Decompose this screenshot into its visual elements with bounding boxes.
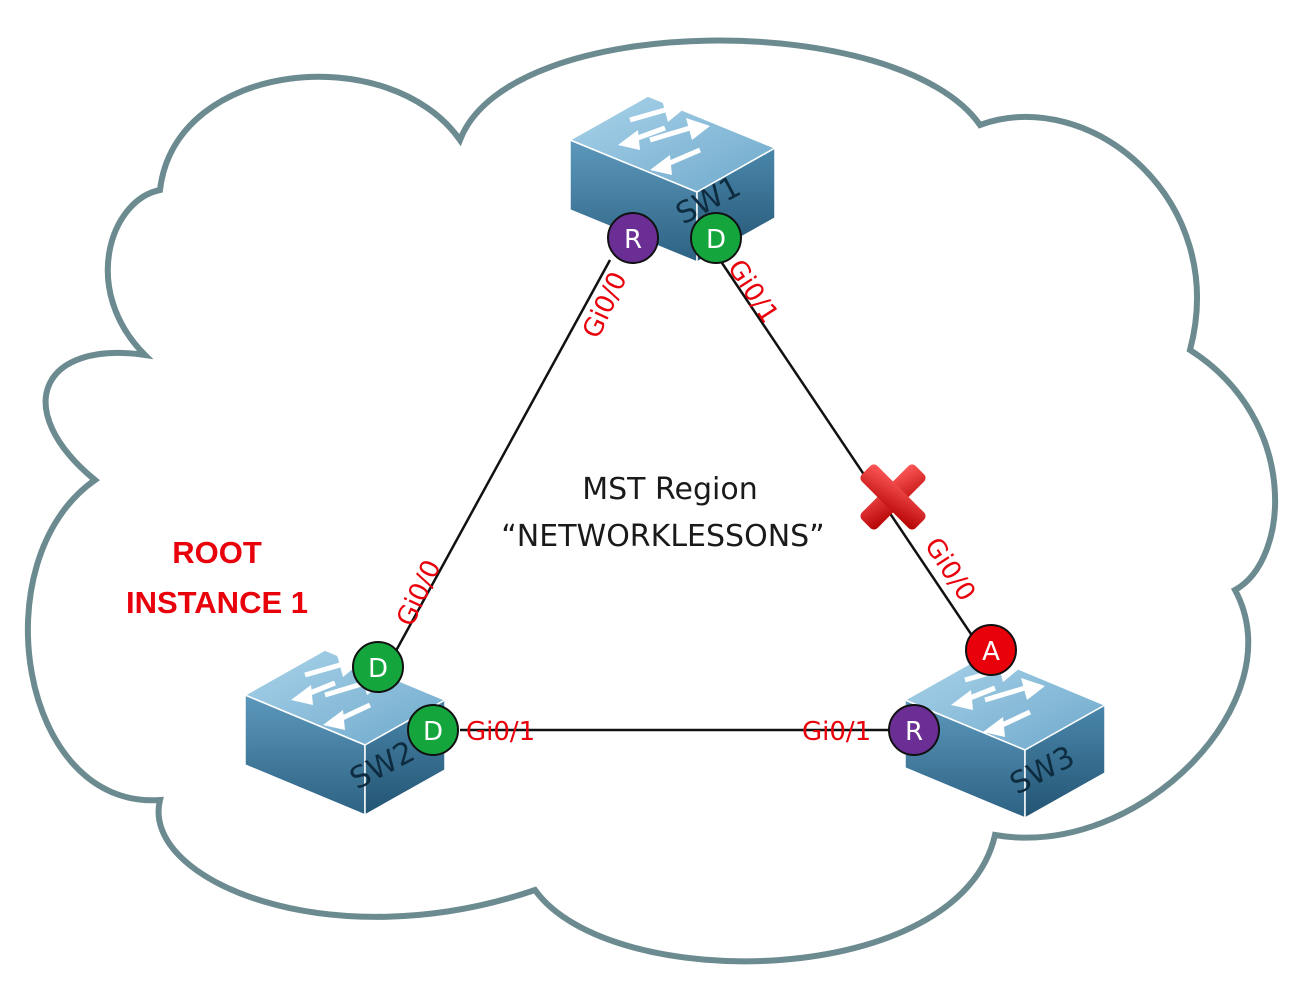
root-label-line2: INSTANCE 1 <box>126 585 308 620</box>
region-name: “NETWORKLESSONS” <box>501 519 824 554</box>
root-label-line1: ROOT <box>172 535 262 570</box>
sw2-gi01-label: Gi0/1 <box>466 717 535 747</box>
switch-arrows-icon <box>618 100 710 175</box>
link-sw1-sw3 <box>718 259 977 641</box>
sw1-gi01-designated-port-badge: D <box>690 212 742 264</box>
port-role-letter: R <box>624 225 642 255</box>
port-role-letter: D <box>423 717 443 747</box>
blocked-port-x-icon <box>860 464 926 530</box>
sw2-gi00-designated-port-badge: D <box>352 641 404 693</box>
sw2-gi01-designated-port-badge: D <box>407 704 459 756</box>
port-role-letter: D <box>368 654 388 684</box>
region-title: MST Region <box>582 472 758 507</box>
port-role-letter: R <box>905 717 923 747</box>
port-role-letter: D <box>706 225 726 255</box>
sw3-gi01-label: Gi0/1 <box>802 717 871 747</box>
sw3-gi00-alternate-port-badge: A <box>965 624 1017 676</box>
sw3-gi01-root-port-badge: R <box>888 704 940 756</box>
link-sw1-sw2 <box>378 259 612 681</box>
port-role-letter: A <box>982 637 1000 667</box>
sw1-gi00-root-port-badge: R <box>607 212 659 264</box>
